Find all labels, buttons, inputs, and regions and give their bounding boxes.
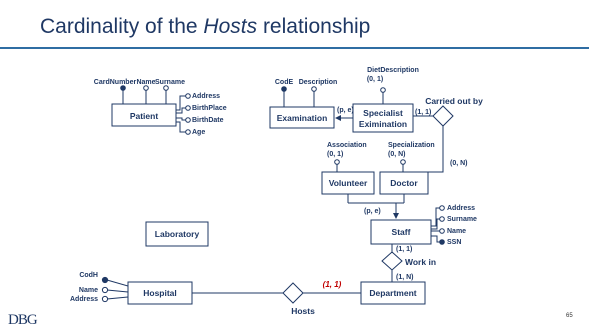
- card-staff-work-in: (1, 1): [396, 246, 412, 253]
- attr-patient-address: Address: [192, 93, 220, 100]
- department-entity-label: Department: [369, 288, 416, 298]
- card-department-work-in: (1, N): [396, 274, 414, 281]
- attr-hospital-name: Name: [79, 287, 98, 294]
- dbg-logo: DBG: [8, 312, 38, 328]
- attr-cardnumber: CardNumber: [94, 79, 137, 86]
- work-in-diamond: [381, 251, 403, 271]
- card-staff-generalization: (p, e): [364, 208, 381, 215]
- card-specialization: (0, N): [388, 151, 406, 158]
- attr-code: CodE: [275, 79, 294, 86]
- attr-description: Description: [299, 79, 338, 86]
- patient-surname-dot: [163, 85, 169, 91]
- card-spec-exam-generalization: (p, e): [337, 107, 354, 114]
- title-suffix: relationship: [257, 15, 371, 38]
- title-emphasis: Hosts: [203, 15, 258, 38]
- attr-codh: CodH: [79, 272, 98, 279]
- laboratory-entity-label: Laboratory: [155, 229, 200, 239]
- hosts-label: Hosts: [291, 306, 315, 316]
- examination-entity-box: [269, 106, 335, 129]
- doctor-entity-label: Doctor: [390, 178, 418, 188]
- specialist-examination-label-2: Eximination: [359, 119, 407, 129]
- laboratory-entity-box: [145, 221, 209, 247]
- patient-entity-box: [111, 103, 177, 127]
- card-department-hosts: (1, 1): [323, 280, 342, 289]
- card-association: (0, 1): [327, 151, 343, 158]
- work-in-label: Work in: [405, 257, 436, 267]
- carried-out-by-label: Carried out by: [425, 96, 483, 106]
- attr-birthdate: BirthDate: [192, 117, 224, 124]
- title-prefix: Cardinality of the: [40, 15, 204, 38]
- attr-birthplace: BirthPlace: [192, 105, 227, 112]
- card-dietdescription: (0, 1): [367, 76, 383, 83]
- attr-association: Association: [327, 142, 367, 149]
- patient-name-dot: [143, 85, 149, 91]
- carried-out-by-diamond: [432, 105, 454, 127]
- attr-hospital-address: Address: [70, 296, 98, 303]
- attr-dietdescription: DietDescription: [367, 67, 419, 74]
- examination-entity-label: Examination: [277, 113, 328, 123]
- attr-staff-surname: Surname: [447, 216, 477, 223]
- department-entity-box: [360, 281, 426, 305]
- cardnumber-key-dot: [120, 85, 126, 91]
- staff-entity-box: [370, 219, 432, 245]
- page-number: 65: [566, 313, 573, 319]
- hosts-diamond: [282, 282, 304, 304]
- card-spec-exam-carried: (1, 1): [415, 109, 431, 116]
- slide-title: Cardinality of the Hosts relationship: [40, 15, 370, 39]
- attr-specialization: Specialization: [388, 142, 435, 149]
- attr-patient-name: Name: [136, 79, 155, 86]
- attr-staff-address: Address: [447, 205, 475, 212]
- attr-age: Age: [192, 129, 205, 136]
- volunteer-entity-label: Volunteer: [329, 178, 368, 188]
- title-divider: [0, 47, 589, 49]
- specialist-examination-label-1: Specialist: [363, 108, 403, 118]
- patient-entity-label: Patient: [130, 111, 159, 121]
- card-doctor-carried: (0, N): [450, 160, 468, 167]
- attr-ssn: SSN: [447, 239, 461, 246]
- hospital-entity-label: Hospital: [143, 288, 177, 298]
- attr-staff-name: Name: [447, 228, 466, 235]
- staff-entity-label: Staff: [392, 227, 411, 237]
- attr-patient-surname: Surname: [155, 79, 185, 86]
